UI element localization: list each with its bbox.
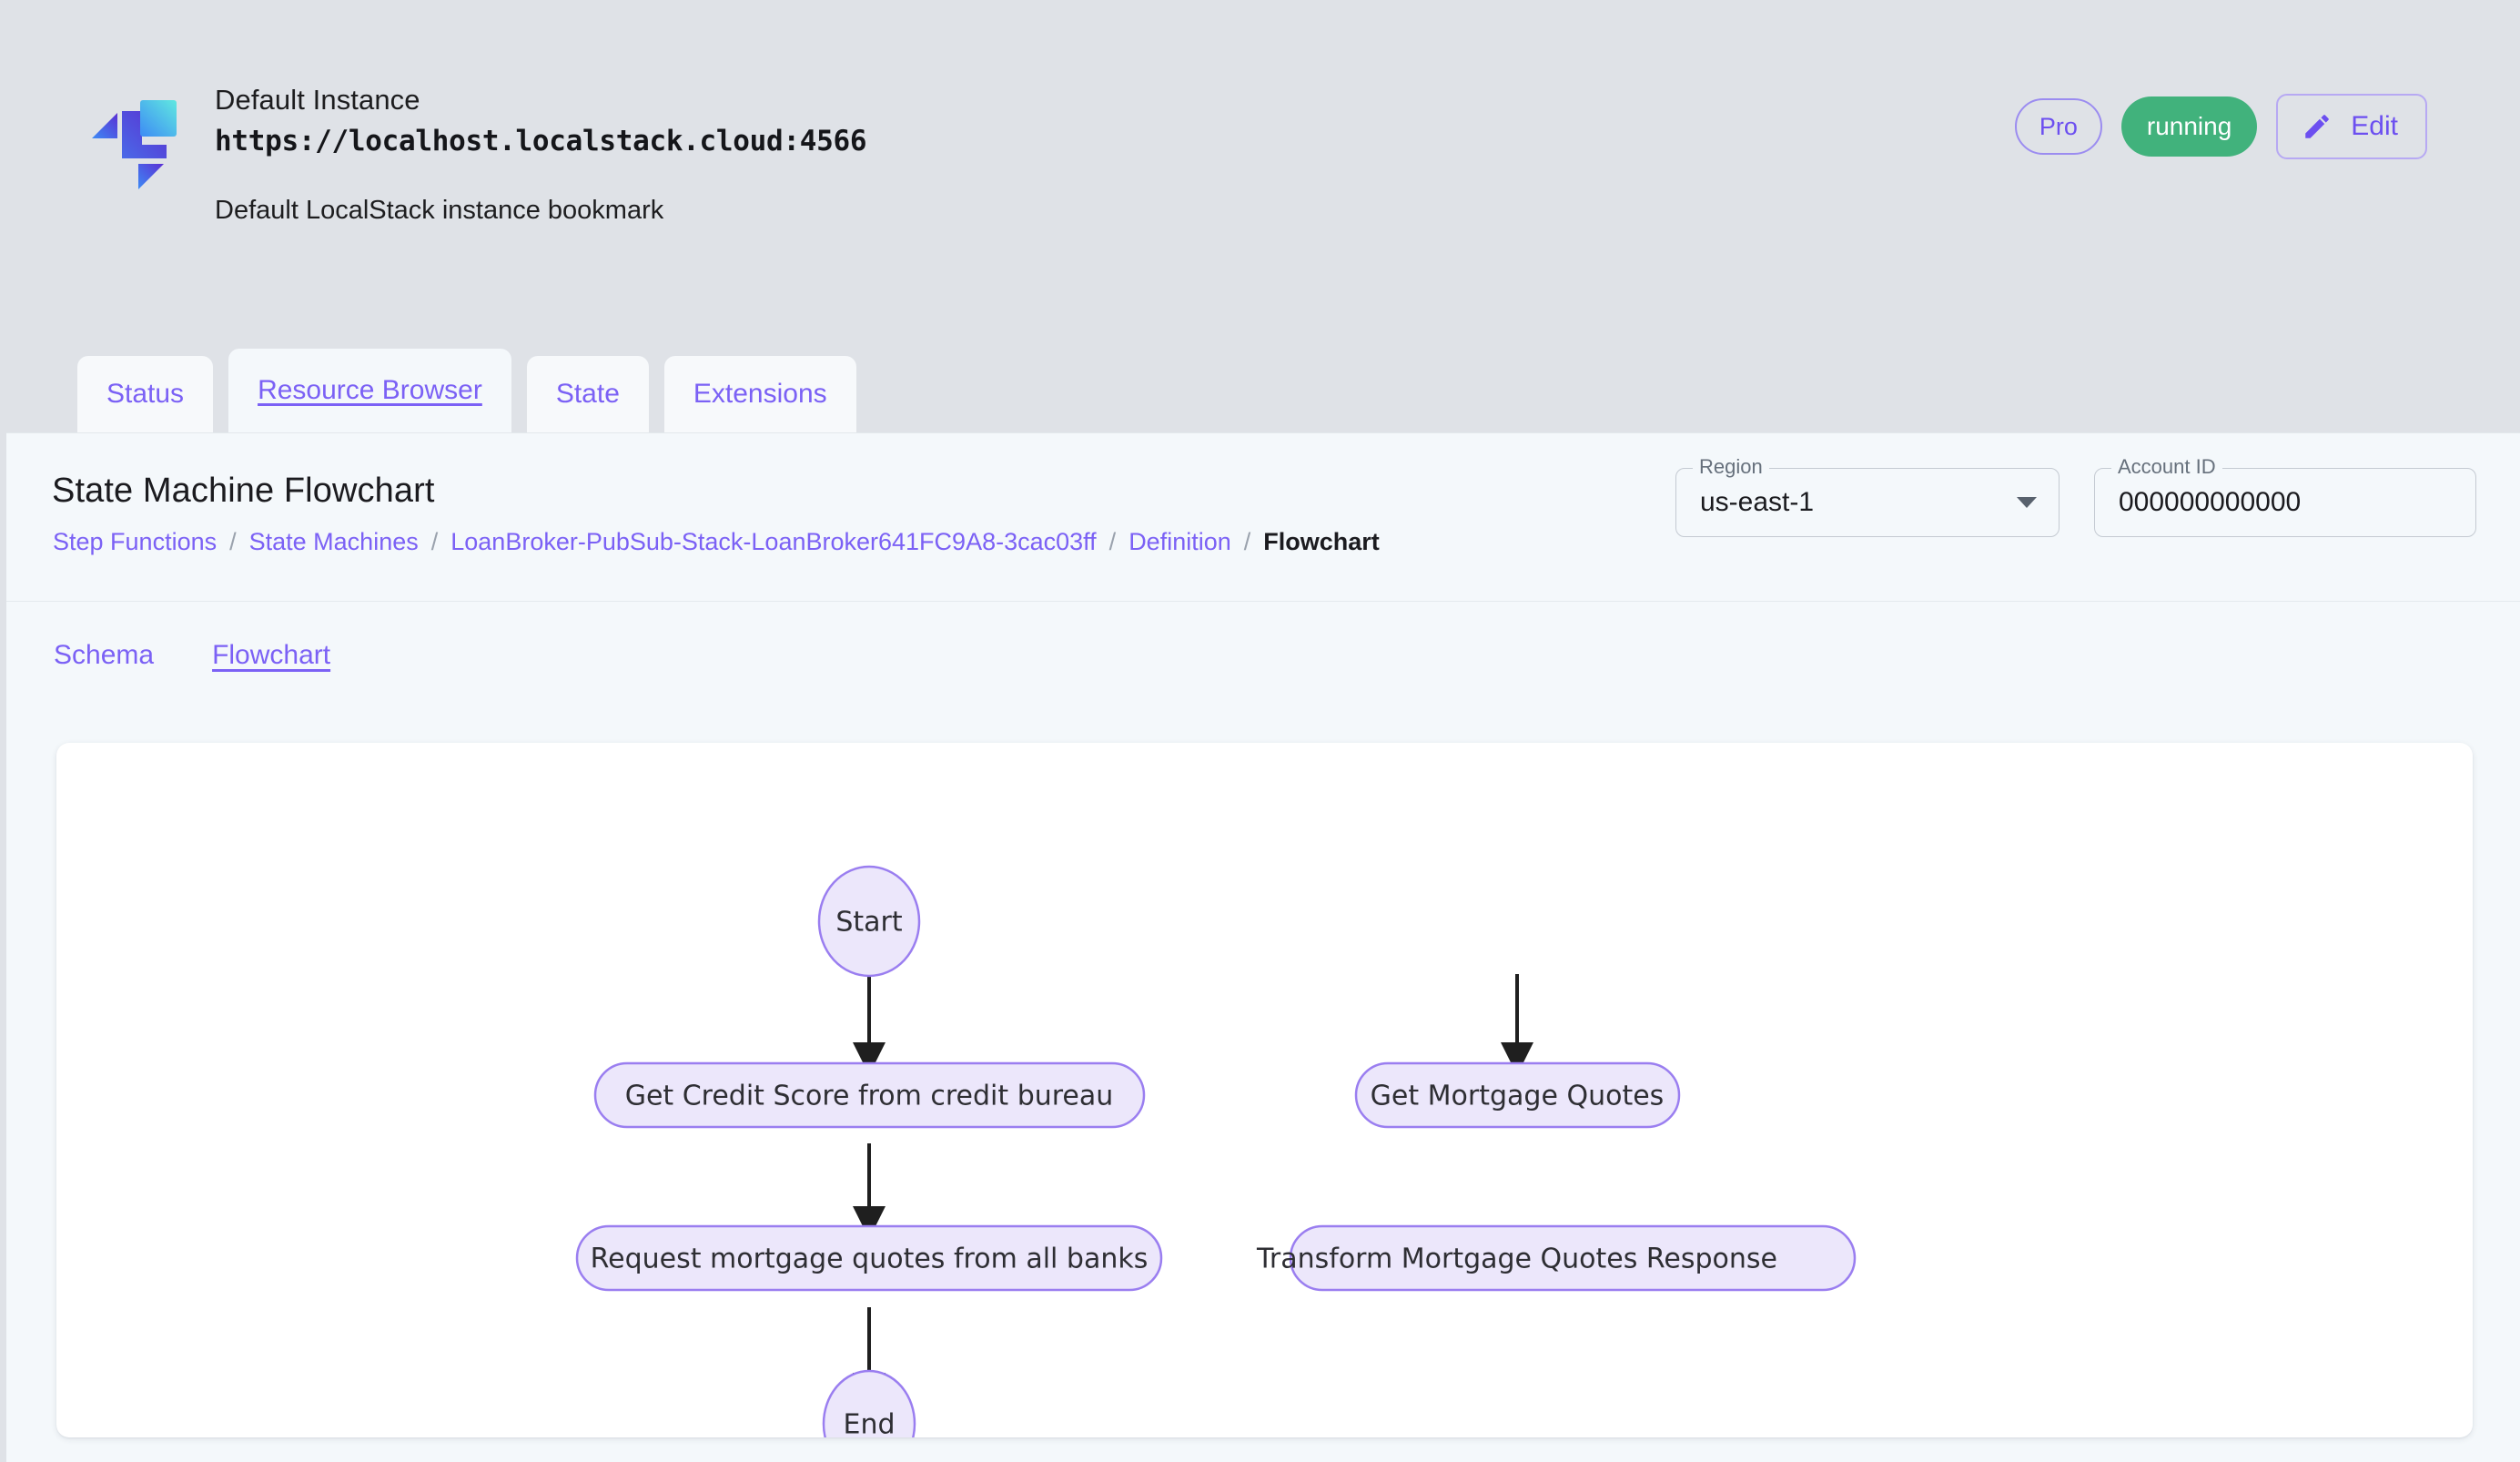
breadcrumb-item-state-machines[interactable]: State Machines [248, 528, 419, 555]
instance-summary: Default Instance https://localhost.local… [87, 82, 866, 228]
region-label: Region [1693, 457, 1769, 477]
top-tab-bar: Status Resource Browser State Extensions [77, 349, 856, 432]
flowchart-node-request-quotes[interactable]: Request mortgage quotes from all banks [575, 1224, 1163, 1292]
flowchart-node-start-label: Start [835, 907, 903, 939]
tab-extensions[interactable]: Extensions [663, 356, 856, 432]
flowchart-node-get-mortgage-quotes-label: Get Mortgage Quotes [1371, 1081, 1665, 1112]
page-header-bar: State Machine Flowchart Step Functions /… [6, 433, 2520, 602]
sub-tab-schema[interactable]: Schema [54, 639, 155, 670]
content-panel: State Machine Flowchart Step Functions /… [6, 432, 2520, 1462]
account-id-input[interactable]: Account ID 000000000000 [2094, 457, 2476, 537]
flowchart-node-end-label: End [843, 1409, 895, 1438]
tab-resource-browser[interactable]: Resource Browser [228, 349, 511, 432]
instance-description: Default LocalStack instance bookmark [215, 195, 664, 225]
breadcrumb: Step Functions / State Machines / LoanBr… [53, 528, 1380, 556]
status-badge: running [2120, 96, 2258, 157]
breadcrumb-item-flowchart: Flowchart [1263, 528, 1380, 555]
flowchart-node-get-mortgage-quotes[interactable]: Get Mortgage Quotes [1354, 1061, 1681, 1129]
breadcrumb-separator: / [1243, 528, 1251, 555]
region-value: us-east-1 [1700, 487, 1815, 517]
account-id-label: Account ID [2111, 457, 2222, 477]
breadcrumb-item-state-machine-name[interactable]: LoanBroker-PubSub-Stack-LoanBroker641FC9… [450, 528, 1097, 555]
account-id-value: 000000000000 [2119, 487, 2302, 517]
breadcrumb-separator: / [1108, 528, 1117, 555]
instance-endpoint: https://localhost.localstack.cloud:4566 [215, 124, 867, 157]
sub-tab-bar: Schema Flowchart [6, 602, 2520, 708]
flowchart-node-transform-response-label: Transform Mortgage Quotes Response [1256, 1244, 1777, 1275]
flowchart-node-credit-score[interactable]: Get Credit Score from credit bureau [593, 1061, 1146, 1129]
header-actions: Pro running Edit [2014, 94, 2427, 159]
flowchart-node-transform-response[interactable]: Transform Mortgage Quotes Response [1256, 1224, 1857, 1292]
tab-state-label: State [555, 379, 620, 409]
localstack-logo-icon [87, 87, 189, 189]
tab-extensions-label: Extensions [693, 379, 827, 409]
tab-status-label: Status [106, 379, 185, 409]
flowchart-node-credit-score-label: Get Credit Score from credit bureau [625, 1081, 1114, 1112]
chevron-down-icon[interactable] [2017, 497, 2037, 508]
pencil-icon [2302, 111, 2333, 142]
flowchart-node-request-quotes-label: Request mortgage quotes from all banks [591, 1244, 1149, 1275]
tab-state[interactable]: State [526, 356, 649, 432]
breadcrumb-separator: / [430, 528, 439, 555]
tab-resource-browser-label: Resource Browser [258, 375, 482, 405]
flowchart-node-end[interactable]: End [822, 1369, 916, 1438]
sub-tab-flowchart[interactable]: Flowchart [212, 639, 331, 670]
app-header: Default Instance https://localhost.local… [0, 0, 2520, 432]
edit-button[interactable]: Edit [2276, 94, 2427, 159]
breadcrumb-item-step-functions[interactable]: Step Functions [53, 528, 218, 555]
breadcrumb-separator: / [229, 528, 237, 555]
instance-text: Default Instance https://localhost.local… [215, 82, 866, 228]
header-fields: Region us-east-1 Account ID 000000000000 [1675, 457, 2476, 537]
flowchart-node-start[interactable]: Start [817, 865, 921, 978]
pro-badge[interactable]: Pro [2014, 98, 2102, 155]
flowchart-edges [853, 974, 1533, 1406]
breadcrumb-item-definition[interactable]: Definition [1128, 528, 1231, 555]
state-machine-flowchart[interactable]: Start Get Credit Score from credit burea… [56, 743, 2473, 1437]
tab-status[interactable]: Status [77, 356, 214, 432]
edit-button-label: Edit [2351, 111, 2398, 141]
instance-name: Default Instance [215, 84, 420, 116]
page-title: State Machine Flowchart [52, 472, 435, 510]
region-select[interactable]: Region us-east-1 [1675, 457, 2060, 537]
flowchart-card: Start Get Credit Score from credit burea… [56, 743, 2473, 1437]
